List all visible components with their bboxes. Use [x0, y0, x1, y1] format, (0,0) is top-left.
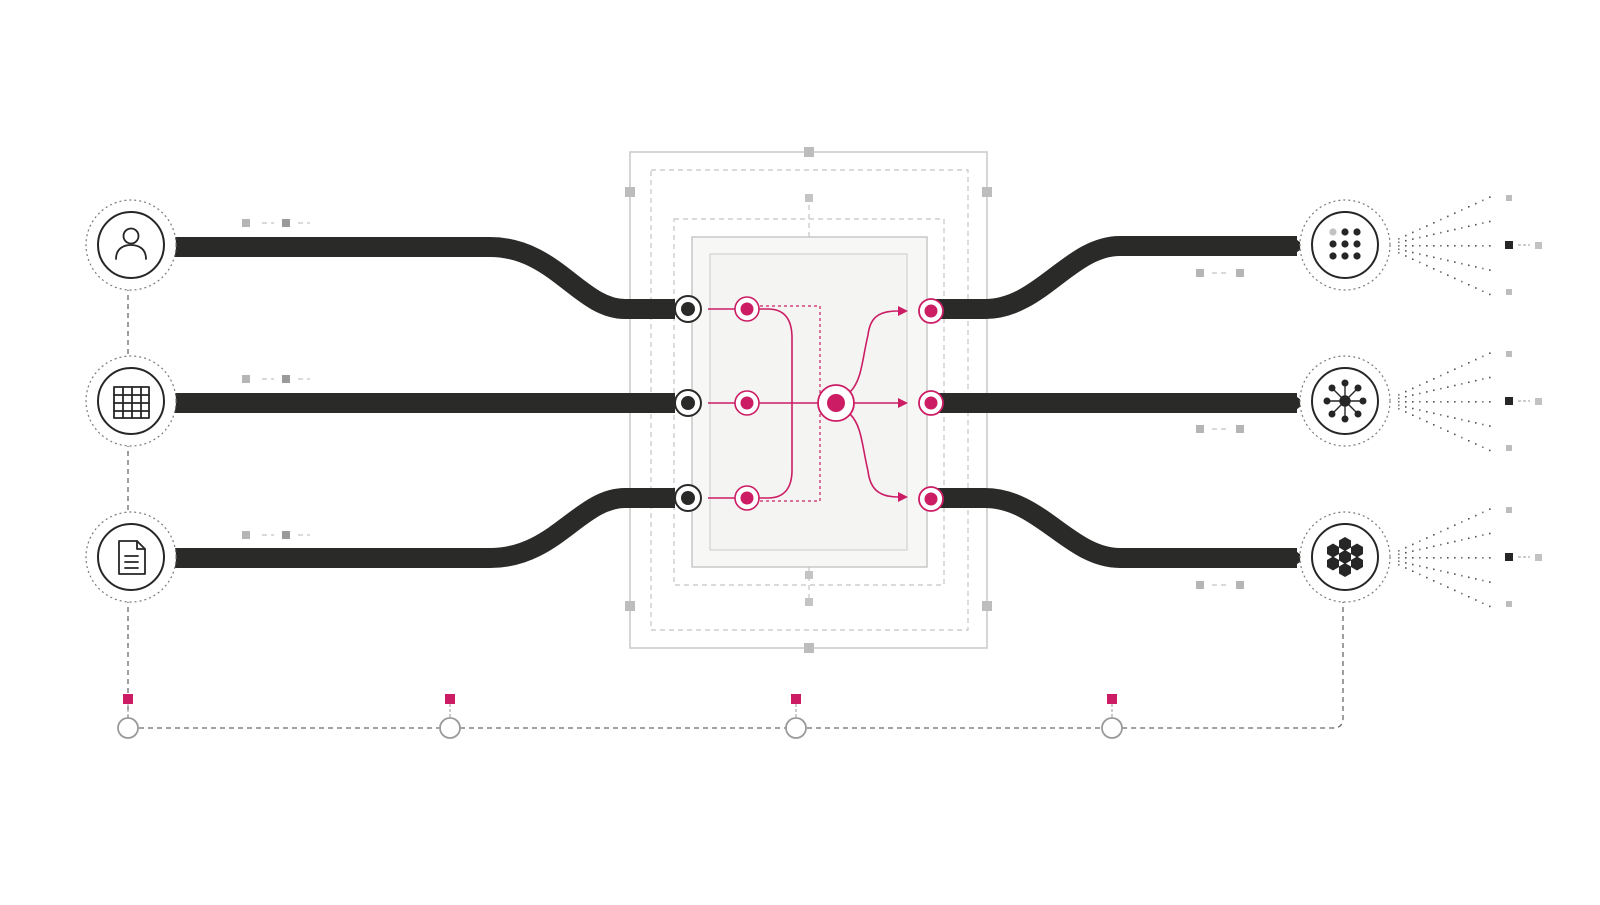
- output-arrowhead: [1292, 548, 1305, 568]
- frame-node: [805, 194, 813, 202]
- input-port: [674, 484, 702, 512]
- hub-routing: [708, 296, 908, 511]
- timeline-marker: [785, 694, 807, 739]
- fan-tip-node: [1535, 398, 1542, 405]
- frame-node: [625, 601, 635, 611]
- frame-node: [982, 601, 992, 611]
- input-port: [674, 389, 702, 417]
- fan-end-node: [1506, 507, 1512, 513]
- frame-node: [804, 147, 814, 157]
- output-dot-fan: [1398, 351, 1542, 452]
- fan-tip-node: [1505, 553, 1513, 561]
- input-pipes: [162, 237, 675, 568]
- network-hub-icon: [1323, 379, 1367, 423]
- fan-tip-node: [1505, 241, 1513, 249]
- output-port: [918, 390, 944, 416]
- frame-node: [805, 598, 813, 606]
- output-port: [918, 298, 944, 324]
- fan-tip-node: [1505, 397, 1513, 405]
- timeline-marker: [439, 694, 461, 739]
- input-ports: [674, 295, 702, 512]
- document-icon: [118, 540, 146, 575]
- fan-tip-node: [1535, 554, 1542, 561]
- user-icon: [115, 227, 147, 260]
- hub-input-node: [734, 485, 760, 511]
- input-port: [674, 295, 702, 323]
- output-arrowhead: [1292, 236, 1305, 256]
- frame-node: [982, 187, 992, 197]
- output-dot-fan: [1398, 195, 1542, 296]
- frame-node: [625, 187, 635, 197]
- timeline-marker: [117, 694, 139, 739]
- timeline-marker: [1101, 694, 1123, 739]
- hub-input-node: [734, 390, 760, 416]
- fan-end-node: [1506, 601, 1512, 607]
- input-node-document[interactable]: [85, 511, 177, 603]
- pipe-tags: [242, 219, 1244, 589]
- output-dot-fan: [1398, 507, 1542, 608]
- fan-end-node: [1506, 351, 1512, 357]
- input-node-user[interactable]: [85, 199, 177, 291]
- output-pipes: [928, 236, 1305, 568]
- output-pipe-1: [928, 236, 1297, 319]
- output-dot-fans: [1398, 195, 1542, 608]
- timeline: [117, 286, 1344, 739]
- fan-end-node: [1506, 445, 1512, 451]
- frame-node: [804, 643, 814, 653]
- dot-matrix-icon: [1329, 228, 1361, 260]
- hexagon-cluster-icon: [1327, 537, 1363, 577]
- output-pipe-3: [928, 488, 1297, 568]
- table-grid-icon: [113, 386, 150, 419]
- output-node-network[interactable]: [1299, 355, 1391, 447]
- fan-tip-node: [1535, 242, 1542, 249]
- input-pipe-1: [162, 237, 675, 319]
- input-pipe-3: [162, 488, 675, 568]
- output-ports: [918, 298, 944, 512]
- fan-end-node: [1506, 289, 1512, 295]
- input-node-table[interactable]: [85, 355, 177, 447]
- output-arrowhead: [1292, 393, 1305, 413]
- merge-node: [817, 384, 855, 422]
- frame-node: [805, 571, 813, 579]
- hub-input-node: [734, 296, 760, 322]
- fan-end-node: [1506, 195, 1512, 201]
- output-port: [918, 486, 944, 512]
- output-node-matrix[interactable]: [1299, 199, 1391, 291]
- output-node-hexagons[interactable]: [1299, 511, 1391, 603]
